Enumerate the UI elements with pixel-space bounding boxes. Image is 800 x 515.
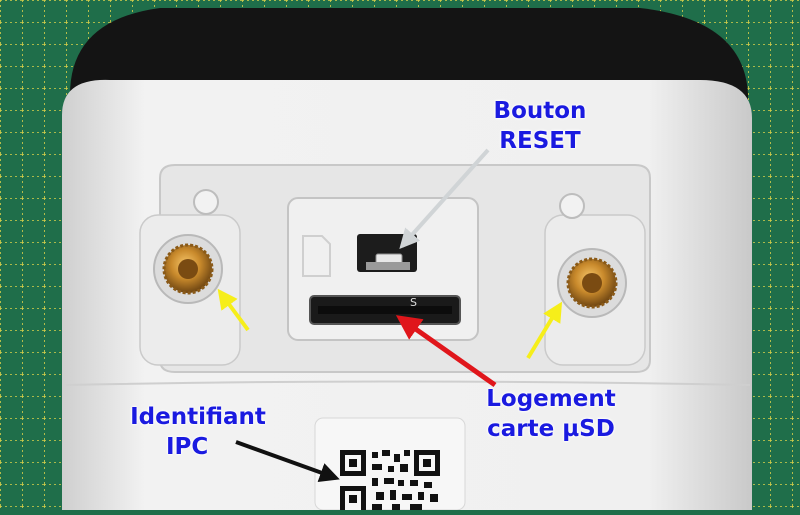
left-insert-arrow (217, 288, 250, 332)
sd-slot-label-line1: Logement (486, 386, 616, 412)
left-peg (193, 189, 219, 215)
ipc-id-label-line1: Identifiant (130, 404, 266, 430)
reset-label-line1: Bouton (493, 98, 587, 124)
sd-slot-arrow (395, 315, 497, 388)
right-peg (559, 193, 585, 219)
sd-card-icon (302, 235, 331, 277)
sd-slot-mark: S (410, 296, 417, 309)
ipc-id-label: Identifiant IPC (110, 402, 286, 462)
reset-label: Bouton RESET (470, 96, 610, 156)
sd-slot-label-line2: carte µSD (487, 416, 615, 442)
reset-label-line2: RESET (499, 128, 581, 154)
reset-arrow (399, 148, 490, 249)
sd-slot-label: Logement carte µSD (462, 384, 640, 444)
ipc-id-arrow (235, 440, 340, 482)
body-seam (65, 380, 751, 386)
ipc-id-label-line2: IPC (166, 434, 209, 460)
right-insert-arrow (526, 301, 563, 360)
qr-code (340, 450, 440, 510)
